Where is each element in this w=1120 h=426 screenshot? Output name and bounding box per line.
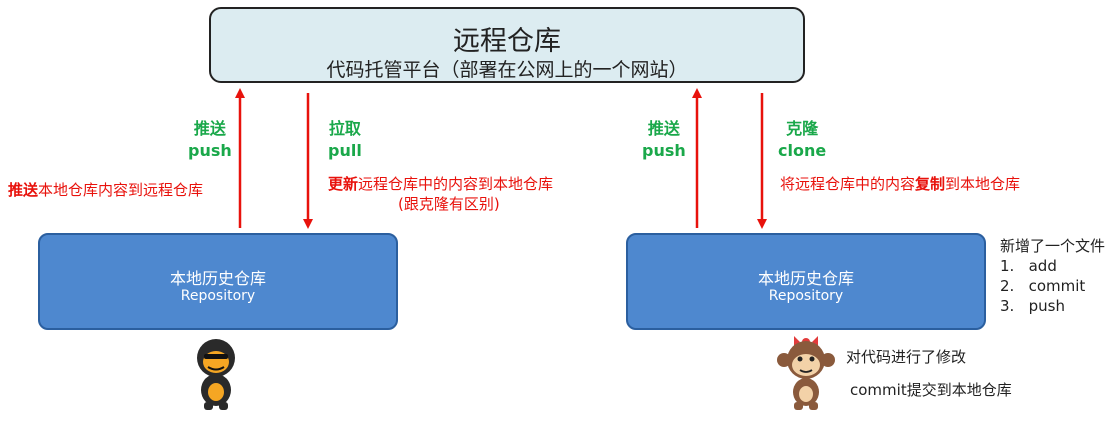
gorilla-mascot-icon: [197, 339, 235, 410]
remote-repository-box: 远程仓库 代码托管平台（部署在公网上的一个网站）: [209, 7, 805, 83]
right-clone-desc-bold: 复制: [915, 175, 946, 193]
right-note-edit: 对代码进行了修改: [846, 348, 967, 366]
right-local-repository-box: 本地历史仓库 Repository: [626, 233, 986, 330]
left-pull-label: 拉取 pull: [328, 118, 362, 162]
left-pull-desc-bold: 更新: [328, 175, 359, 193]
right-clone-label-cn: 克隆: [786, 119, 819, 138]
left-push-label-en: push: [188, 141, 232, 160]
right-clone-desc-post: 到本地仓库: [945, 175, 1021, 193]
left-pull-desc-rest: 远程仓库中的内容到本地仓库: [358, 175, 554, 193]
right-note-commit: commit提交到本地仓库: [850, 381, 1012, 399]
right-step-3: 3. push: [1000, 297, 1065, 315]
left-local-repository-box: 本地历史仓库 Repository: [38, 233, 398, 330]
remote-subtitle: 代码托管平台（部署在公网上的一个网站）: [326, 59, 688, 81]
left-push-label: 推送 push: [188, 118, 232, 162]
left-pull-note: (跟克隆有区别): [398, 195, 500, 213]
right-steps-title: 新增了一个文件: [1000, 237, 1106, 255]
right-local-subtitle: Repository: [768, 288, 844, 304]
left-local-title: 本地历史仓库: [169, 269, 266, 288]
right-step-2: 2. commit: [1000, 277, 1086, 295]
right-clone-label: 克隆 clone: [778, 118, 826, 162]
remote-title: 远程仓库: [453, 26, 561, 57]
left-push-desc-bold: 推送: [8, 181, 39, 199]
left-pull-label-cn: 拉取: [328, 119, 361, 138]
right-step-1: 1. add: [1000, 257, 1057, 275]
monkey-mascot-icon: [777, 336, 835, 410]
left-local-subtitle: Repository: [180, 288, 256, 304]
right-clone-description: 将远程仓库中的内容复制到本地仓库: [780, 174, 1020, 194]
right-clone-desc-pre: 将远程仓库中的内容: [780, 175, 916, 193]
left-pull-label-en: pull: [328, 141, 362, 160]
left-push-description: 推送本地仓库内容到远程仓库: [8, 180, 203, 200]
left-pull-description: 更新远程仓库中的内容到本地仓库: [328, 174, 553, 194]
left-push-desc-rest: 本地仓库内容到远程仓库: [38, 181, 204, 199]
right-push-label: 推送 push: [642, 118, 686, 162]
right-clone-label-en: clone: [778, 141, 827, 160]
right-push-label-en: push: [642, 141, 686, 160]
right-push-label-cn: 推送: [647, 119, 680, 138]
right-local-title: 本地历史仓库: [757, 269, 854, 288]
left-push-label-cn: 推送: [193, 119, 226, 138]
